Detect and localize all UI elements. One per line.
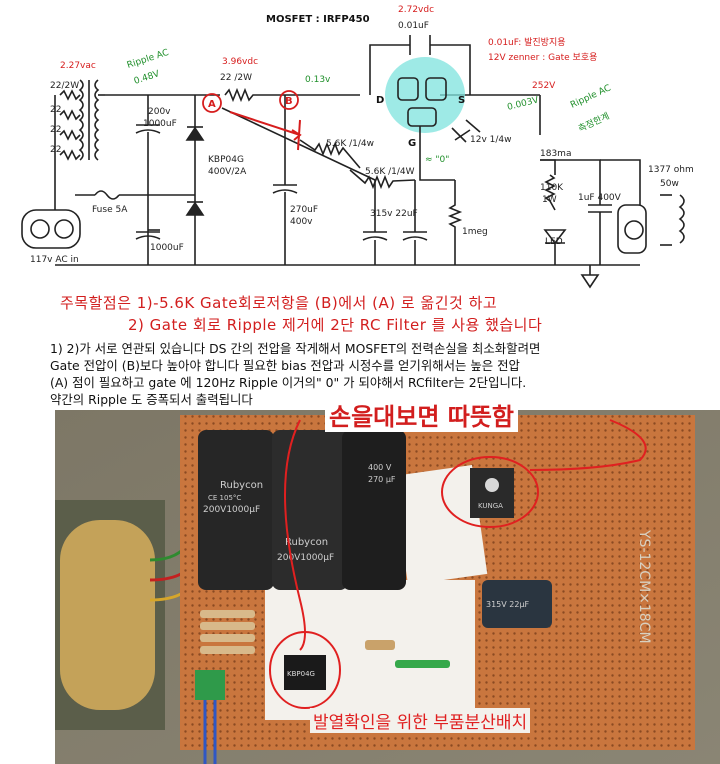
cap-200v: 200v	[148, 107, 171, 117]
callout-layout: 발열확인을 위한 부품분산배치	[310, 708, 531, 733]
point-b-label: B	[285, 96, 293, 107]
callout-leader-left	[284, 419, 306, 651]
node-g: G	[408, 138, 416, 149]
mosfet-hole	[485, 478, 499, 492]
wiring	[21, 35, 685, 289]
mosfet-brand: KUNGA	[478, 502, 503, 510]
node-s: S	[458, 95, 465, 106]
res-1meg: 1meg	[462, 227, 488, 237]
paragraph-line2: Gate 전압이 (B)보다 높아야 합니다 필요한 bias 전압과 시정수를…	[50, 358, 520, 373]
zener-label: 12v 1/4w	[470, 135, 511, 145]
res-5k6-b: 5.6K /1/4W	[365, 167, 415, 177]
ripple-ac-right: Ripple AC	[569, 83, 613, 110]
paragraph-line3: (A) 점이 필요하고 gate 에 120Hz Ripple 이거의" 0" …	[50, 375, 527, 390]
callout-warm: 손을대보면 따뜻함	[325, 397, 518, 432]
note-line2: 2) Gate 회로 Ripple 제거에 2단 RC Filter 를 사용 …	[128, 316, 543, 334]
ripple-limit: 측정한계	[576, 110, 611, 135]
strike-mark	[297, 119, 301, 151]
cap-rating-2: 200V1000μF	[277, 553, 334, 563]
ac-in-label: 117v AC in	[30, 255, 79, 265]
resistor-22-b: 22	[50, 125, 61, 135]
legend-line2: 12V zenner : Gate 보호용	[488, 52, 597, 63]
terminal-block	[195, 670, 225, 700]
resistor-22-2w-b: 22 /2W	[220, 73, 252, 83]
ripple-out-value: 0.003V	[506, 95, 540, 113]
point-a-voltage: 3.96vdc	[222, 57, 258, 67]
transformer-voltage: 2.27vac	[60, 61, 96, 71]
res-110k: 110K	[540, 183, 564, 193]
current-label: 183ma	[540, 149, 571, 159]
cap-side-b: 270 μF	[368, 475, 396, 484]
cap-1000uf-b: 1000uF	[150, 243, 184, 253]
cap-top-voltage: 2.72vdc	[398, 5, 434, 15]
bridge-ic-label: KBP04G	[287, 670, 315, 678]
load-label: 1377 ohm	[648, 165, 694, 175]
out-voltage: 252V	[532, 81, 556, 91]
resistor-22-c: 22	[50, 145, 61, 155]
resistor-5	[365, 640, 395, 650]
mosfet-title: MOSFET : IRFP450	[266, 14, 370, 25]
cap-spec-1: CE 105°C	[208, 494, 241, 502]
green-resistor	[395, 660, 450, 668]
cap-315v: 315v 22uF	[370, 209, 418, 219]
cap-body-2	[272, 430, 348, 590]
fuse-label: Fuse 5A	[92, 205, 128, 215]
blue-wires	[203, 700, 217, 764]
resistor-1	[200, 610, 255, 618]
gate-ripple: ≈ "0"	[425, 155, 449, 165]
blue-cap-label: 315V 22μF	[486, 600, 530, 609]
bridge-rectifier	[284, 655, 326, 690]
ripple-mid-value: 0.13v	[305, 75, 331, 85]
mosfet-body	[470, 468, 514, 518]
point-a-marker	[202, 93, 222, 113]
point-b-marker	[279, 90, 299, 110]
callout-leader-right	[529, 419, 647, 471]
cap-rating-1: 200V1000μF	[203, 505, 260, 515]
cap-270uf: 270uF	[290, 205, 318, 215]
cap-body-3	[342, 430, 406, 590]
cap-brand-2: Rubycon	[285, 537, 328, 548]
ripple-ac-left-value: 0.48V	[133, 69, 162, 87]
note-line1: 주목할점은 1)-5.6K Gate회로저항을 (B)에서 (A) 로 옮긴것 …	[60, 294, 498, 312]
cap-side-a: 400 V	[368, 463, 392, 472]
point-a-label: A	[208, 99, 216, 110]
resistor-4	[200, 646, 255, 654]
paper-patch-2	[392, 464, 488, 586]
paragraph-line4: 약간의 Ripple 도 증폭되서 출력됩니다	[50, 392, 253, 407]
mosfet-symbol	[397, 77, 447, 140]
resistor-move-arrow	[229, 111, 301, 136]
mosfet-highlight	[385, 57, 465, 133]
bridge-label2: 400V/2A	[208, 167, 247, 177]
led-label: LED	[545, 237, 563, 247]
legend-line1: 0.01uF: 발진방지용	[488, 37, 566, 48]
board-photo: Rubycon CE 105°C 200V1000μF Rubycon 200V…	[55, 410, 720, 764]
node-d: D	[376, 95, 384, 106]
cap-1uf: 1uF 400V	[578, 193, 622, 203]
explanation-paragraph: 1) 2)가 서로 연관되 있습니다 DS 간의 전압을 작게해서 MOSFET…	[50, 340, 710, 408]
cap-brand-1: Rubycon	[220, 480, 263, 491]
transformer-coil	[60, 520, 155, 710]
res-110k-w: 1W	[542, 195, 557, 205]
resistor-2	[200, 622, 255, 630]
cap-body-1	[198, 430, 274, 590]
board-label: YS-12CM×18CM	[636, 529, 652, 644]
cap-top-value: 0.01uF	[398, 21, 429, 31]
res-5k6-a: 5.6K /1/4w	[326, 139, 374, 149]
resistor-3	[200, 634, 255, 642]
bridge-label1: KBP04G	[208, 155, 244, 165]
ripple-ac-left: Ripple AC	[126, 48, 170, 71]
blue-cap	[482, 580, 552, 628]
load-w: 50w	[660, 179, 679, 189]
mosfet-callout-ring	[441, 456, 539, 528]
resistor-22-a: 22	[50, 105, 61, 115]
paragraph-line1: 1) 2)가 서로 연관되 있습니다 DS 간의 전압을 작게해서 MOSFET…	[50, 341, 541, 356]
resistor-22-2w-a: 22/2W	[50, 81, 79, 91]
cap-400v: 400v	[290, 217, 313, 227]
cap-1000uf-a: 1000uF	[143, 119, 177, 129]
